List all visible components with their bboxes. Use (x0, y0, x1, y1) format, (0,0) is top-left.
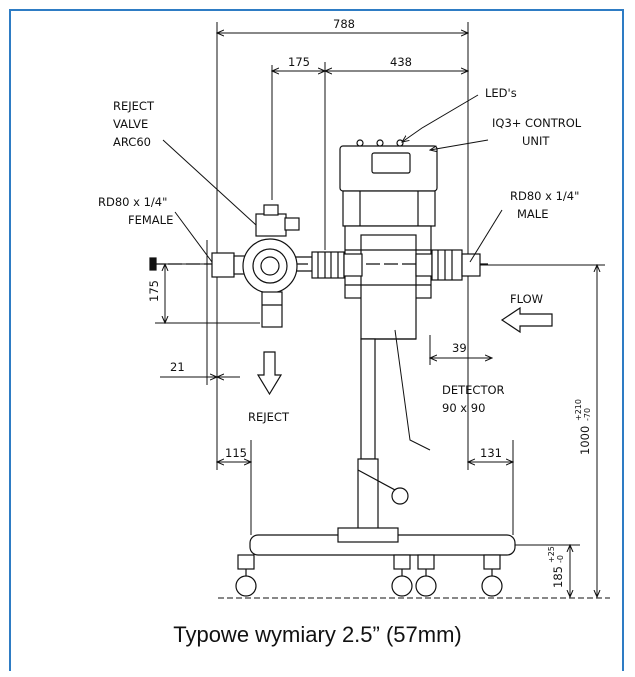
reject-valve-label-1: REJECT (113, 99, 155, 113)
dim-pipe-height: 175 (147, 280, 161, 302)
dim-total-height: 1000 (578, 426, 592, 455)
machine-drawing (149, 139, 553, 597)
dim-base-left: 115 (225, 446, 247, 460)
reject-valve-label-3: ARC60 (113, 135, 151, 149)
male-coupling-label-1: RD80 x 1/4" (510, 189, 579, 203)
dim-total-height-tol-upper: +210 (574, 399, 583, 421)
figure-caption: Typowe wymiary 2.5” (57mm) (173, 622, 462, 647)
dim-valve-offset: 175 (288, 55, 310, 69)
reject-valve-label-2: VALVE (113, 117, 148, 131)
leds-label: LED's (485, 86, 517, 100)
dim-base-height: 185 (551, 566, 565, 588)
female-coupling-label-1: RD80 x 1/4" (98, 195, 167, 209)
dim-base-right: 131 (480, 446, 502, 460)
dim-total-height-tol-lower: -70 (583, 408, 592, 421)
dim-overall-width: 788 (333, 17, 355, 31)
detector-label-2: 90 x 90 (442, 401, 485, 415)
figure-frame (9, 9, 624, 671)
dim-left-offset: 21 (170, 360, 185, 374)
control-unit-label-1: IQ3+ CONTROL (492, 116, 582, 130)
dim-base-height-tol-upper: +25 (547, 546, 556, 563)
dim-base-height-tol-lower: -0 (556, 555, 565, 563)
leader-lines (162, 94, 503, 451)
detector-label-1: DETECTOR (442, 383, 505, 397)
flow-label: FLOW (510, 292, 543, 306)
control-unit-label-2: UNIT (522, 134, 550, 148)
caster-wheels (235, 554, 503, 597)
dim-valve-to-right: 438 (390, 55, 412, 69)
female-coupling-label-2: FEMALE (128, 213, 173, 227)
male-coupling-label-2: MALE (517, 207, 548, 221)
dim-detector-offset: 39 (452, 341, 467, 355)
reject-label: REJECT (248, 410, 290, 424)
